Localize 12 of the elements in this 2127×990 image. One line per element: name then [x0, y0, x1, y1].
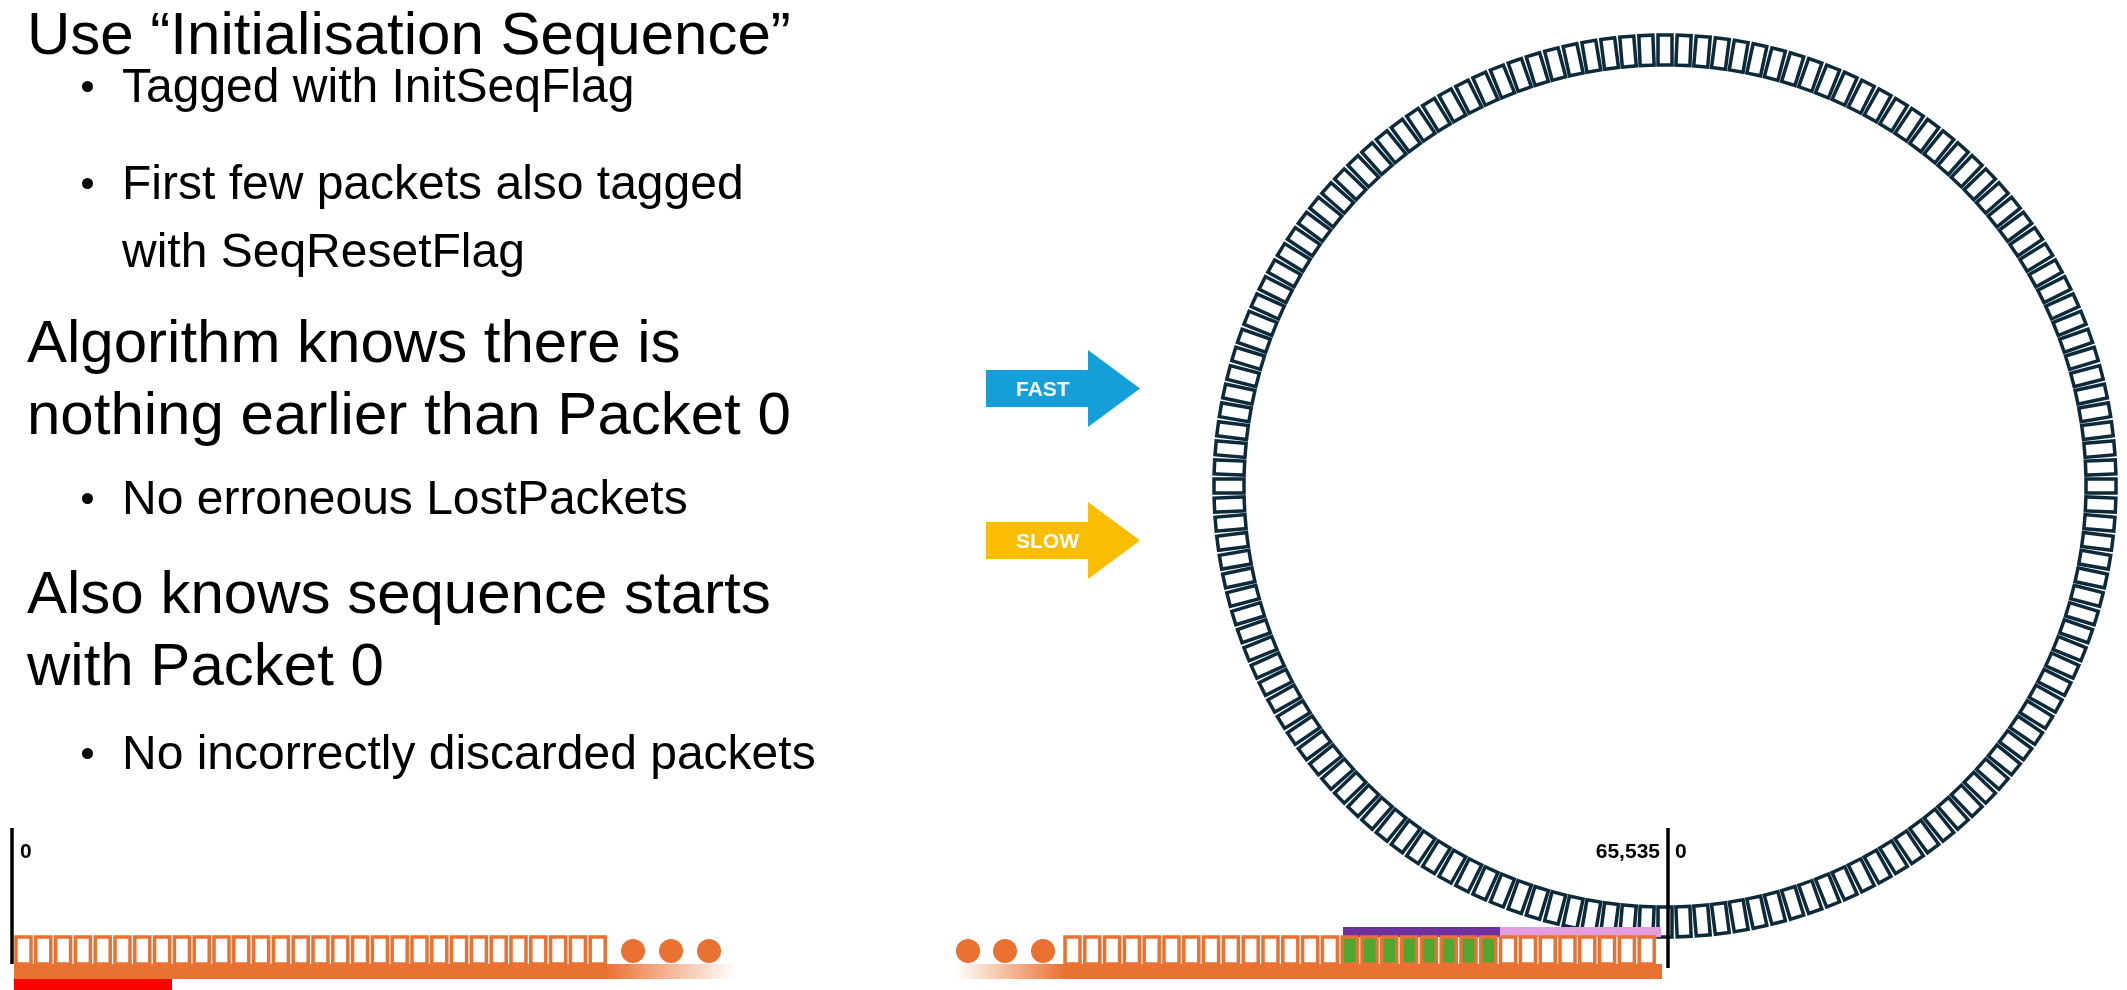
arrow-shape	[986, 502, 1140, 579]
heading-text: Also knows sequence starts with Packet 0	[27, 558, 772, 700]
arrow-label: SLOW	[1016, 528, 1079, 553]
sequence-number-label: 65,535	[1595, 838, 1660, 864]
sequence-number-label: 0	[1675, 838, 1687, 864]
bullet-text: First few packets also tagged with SeqResetFlag	[122, 155, 745, 279]
bullet-text: No incorrectly discarded packets	[122, 725, 817, 781]
sequence-number-label: 0	[20, 838, 32, 864]
heading-text: Algorithm knows there is nothing earlier than Packet 0	[27, 307, 792, 449]
arrow-shape	[986, 350, 1140, 427]
bullet-text: No erroneous LostPackets	[122, 470, 689, 526]
arrow-label: FAST	[1016, 376, 1070, 401]
